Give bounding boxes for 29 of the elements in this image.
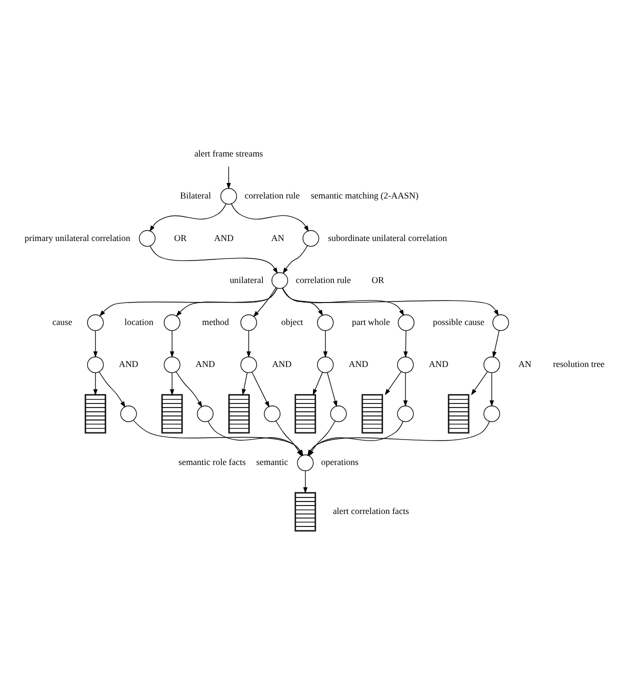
node-label: operations <box>321 457 359 468</box>
label: AN <box>518 359 532 370</box>
node-label: method <box>202 317 230 328</box>
node-label: possible cause <box>432 317 484 328</box>
node-label: unilateral <box>230 274 264 285</box>
label: AND <box>348 359 368 370</box>
node-label: cause <box>52 317 72 328</box>
node-label: semantic <box>256 457 288 468</box>
label: AND <box>118 359 138 370</box>
node-label: object <box>281 317 304 328</box>
label: AND <box>214 232 234 243</box>
node-label: Bilateral <box>180 190 211 201</box>
label: AND <box>195 359 215 370</box>
node-label: correlation rule <box>244 190 300 201</box>
label: semantic matching (2-AASN) <box>310 190 419 201</box>
label: AN <box>271 232 284 243</box>
label: semantic role facts <box>178 457 246 468</box>
label: OR <box>372 274 384 285</box>
node-label: location <box>124 317 154 328</box>
label: resolution tree <box>552 359 605 370</box>
label: OR <box>174 232 187 243</box>
node-label: alert correlation facts <box>332 506 410 516</box>
node-label: subordinate unilateral correlation <box>328 232 448 243</box>
node-label: primary unilateral correlation <box>24 232 130 243</box>
node-label: part whole <box>352 317 390 328</box>
label: AND <box>428 359 448 370</box>
node-label: correlation rule <box>296 274 351 285</box>
label: AND <box>272 359 292 370</box>
node-text: alert frame streams <box>194 148 264 159</box>
